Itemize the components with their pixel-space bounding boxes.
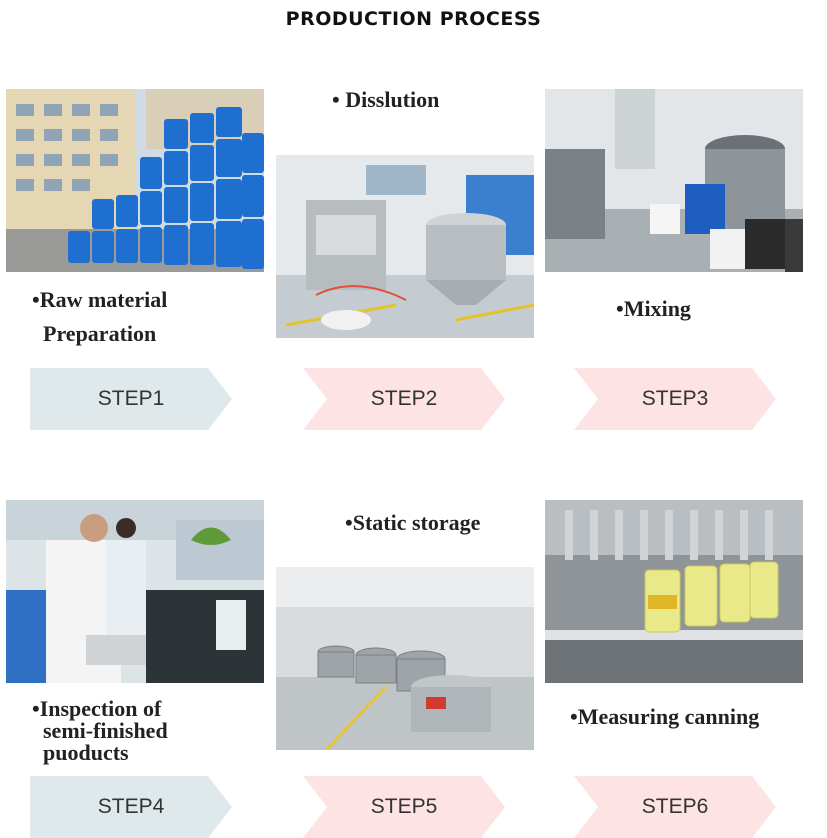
- step-3-banner: STEP3: [574, 368, 776, 430]
- step-3-label: STEP3: [641, 387, 709, 410]
- step-4-banner: STEP4: [30, 776, 232, 838]
- caption-raw-material: •Raw material Preparation: [32, 288, 167, 346]
- caption-inspection-line1: •Inspection of: [32, 696, 162, 721]
- caption-inspection: •Inspection of semi-finished puoducts: [32, 698, 168, 764]
- raw-material-barrels-photo: [6, 89, 264, 272]
- caption-inspection-line2: semi-finished: [43, 718, 168, 743]
- caption-measuring-canning: •Measuring canning: [570, 704, 760, 729]
- caption-inspection-line3: puoducts: [43, 740, 129, 765]
- step-arrow-shape: [303, 776, 505, 838]
- bottle-filling-line-photo: [545, 500, 803, 683]
- dissolution-tank-photo: [276, 155, 534, 338]
- step-arrow-shape: [574, 368, 776, 430]
- caption-raw-material-line1: •Raw material: [32, 287, 168, 312]
- lab-inspection-photo: [6, 500, 264, 683]
- step-arrow-shape: [30, 776, 232, 838]
- caption-raw-material-line2: Preparation: [43, 321, 157, 346]
- step-6-label: STEP6: [641, 795, 709, 818]
- step-1-banner: STEP1: [30, 368, 232, 430]
- step-arrow-shape: [574, 776, 776, 838]
- step-arrow-shape: [303, 368, 505, 430]
- step-5-banner: STEP5: [303, 776, 505, 838]
- caption-dissolution: • Disslution: [332, 87, 440, 112]
- mixing-workshop-photo: [545, 89, 803, 272]
- step-2-label: STEP2: [370, 387, 438, 410]
- step-5-label: STEP5: [370, 795, 438, 818]
- step-arrow-shape: [30, 368, 232, 430]
- step-6-banner: STEP6: [574, 776, 776, 838]
- page-title: PRODUCTION PROCESS: [285, 8, 542, 30]
- caption-mixing: •Mixing: [616, 296, 691, 321]
- storage-tanks-photo: [276, 567, 534, 750]
- caption-static-storage: •Static storage: [345, 510, 481, 535]
- step-2-banner: STEP2: [303, 368, 505, 430]
- step-1-label: STEP1: [97, 387, 165, 410]
- step-4-label: STEP4: [97, 795, 165, 818]
